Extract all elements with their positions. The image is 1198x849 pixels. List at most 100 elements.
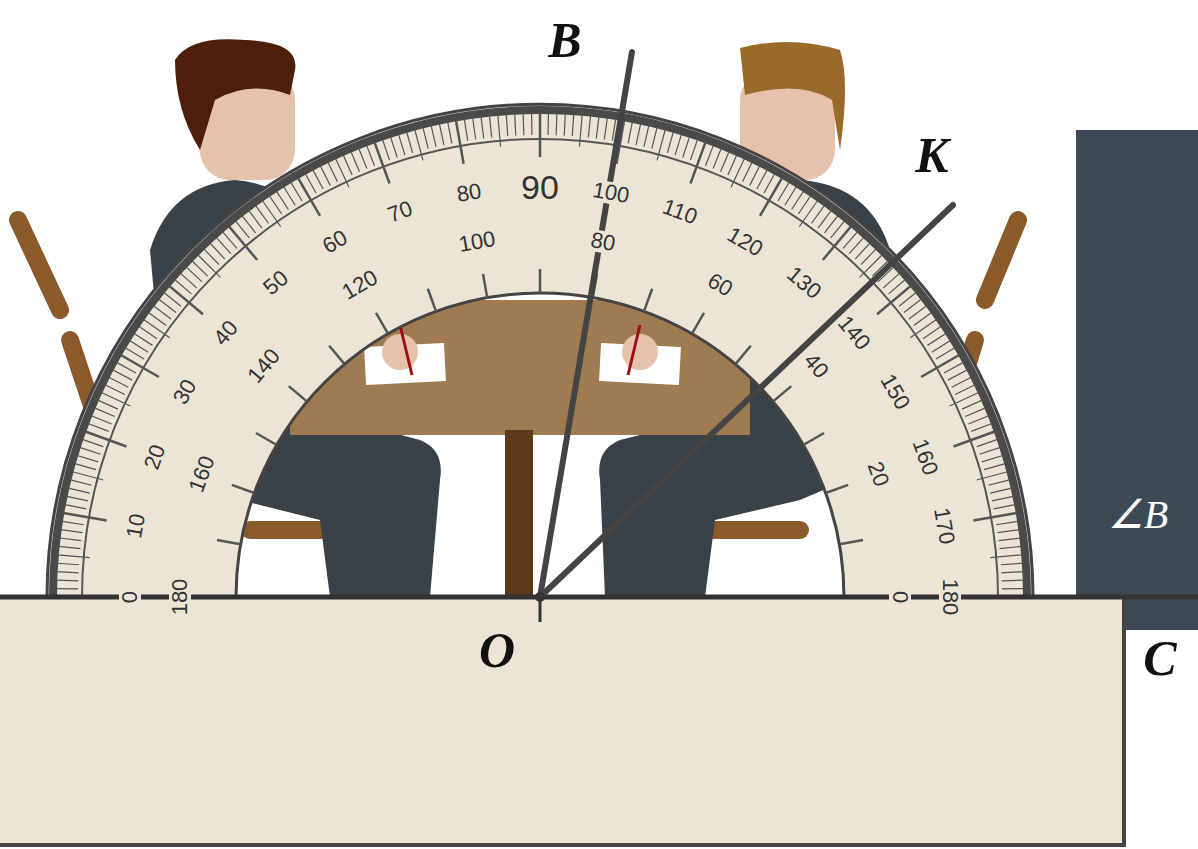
tick <box>320 166 330 186</box>
tick <box>921 355 959 377</box>
tick <box>216 237 231 253</box>
tick <box>351 151 360 171</box>
tick <box>343 155 352 175</box>
tick <box>77 455 98 461</box>
tick <box>812 205 825 223</box>
tick <box>973 513 1016 521</box>
tick <box>596 117 599 139</box>
tick <box>489 116 491 138</box>
tick <box>994 505 1016 509</box>
tick <box>329 346 344 364</box>
tick <box>473 118 476 140</box>
point-label: B <box>548 15 581 65</box>
point-label: K <box>915 130 948 180</box>
point-label: C <box>1143 633 1176 683</box>
tick <box>953 431 994 446</box>
tick <box>139 326 157 338</box>
tick <box>803 433 824 445</box>
tick <box>773 386 791 401</box>
tick <box>531 113 533 135</box>
tick <box>398 134 404 155</box>
tick <box>652 127 657 148</box>
tick <box>999 546 1021 548</box>
tick <box>839 540 863 544</box>
tick <box>1001 572 1023 573</box>
tick <box>57 563 79 565</box>
tick <box>382 139 389 160</box>
tick <box>1002 580 1024 582</box>
tick <box>996 521 1018 524</box>
protractor-band <box>47 104 1033 597</box>
tick <box>579 115 582 147</box>
tick <box>792 191 804 209</box>
tick <box>269 196 281 214</box>
tick <box>644 125 649 146</box>
tick <box>67 496 89 501</box>
dark-panel <box>1076 130 1198 630</box>
tick <box>923 326 941 338</box>
tick <box>88 424 109 432</box>
tick <box>877 286 911 314</box>
outer-scale-number: 10 <box>123 510 150 542</box>
tick <box>70 480 91 485</box>
tick <box>276 191 288 209</box>
tick <box>750 166 760 186</box>
tick <box>390 137 397 158</box>
inner-scale-number: 0 <box>889 589 911 605</box>
tick <box>374 142 389 183</box>
tick <box>232 485 255 493</box>
tick <box>683 137 690 158</box>
tick <box>992 496 1014 501</box>
tick <box>936 348 955 359</box>
tick <box>657 129 665 160</box>
tick <box>948 370 967 380</box>
tick <box>376 313 388 334</box>
tick <box>229 226 257 260</box>
tick <box>134 333 152 345</box>
tick <box>148 313 166 326</box>
tick <box>1001 563 1023 565</box>
tick <box>68 488 89 493</box>
tick <box>506 114 508 136</box>
tick <box>481 117 484 139</box>
tick <box>644 289 652 312</box>
tick <box>415 129 423 160</box>
tick <box>798 196 810 214</box>
tick <box>313 170 323 189</box>
tick <box>298 178 320 216</box>
scale-ticks <box>56 113 1024 597</box>
vertex-o <box>535 592 545 602</box>
tick <box>82 439 103 446</box>
tick <box>498 115 501 147</box>
tick <box>909 306 927 319</box>
tick <box>818 210 831 228</box>
tick <box>198 255 221 278</box>
tick <box>62 521 84 524</box>
tick <box>91 416 111 424</box>
tick <box>760 178 782 216</box>
tick <box>757 170 767 189</box>
inner-scale-number: 80 <box>587 229 619 256</box>
tick <box>56 588 78 590</box>
tick <box>61 530 83 533</box>
tick <box>72 472 103 480</box>
tick <box>968 416 988 424</box>
tick <box>604 118 607 140</box>
outer-scale-number: 170 <box>929 504 958 548</box>
tick <box>977 472 1008 480</box>
tick <box>125 348 144 359</box>
tick <box>799 201 817 227</box>
tick <box>464 119 467 141</box>
tick <box>359 148 367 168</box>
outer-scale-number: 180 <box>939 577 961 618</box>
tick <box>955 385 975 395</box>
tick <box>965 408 985 417</box>
tick <box>109 377 129 387</box>
tick <box>564 114 565 136</box>
tick <box>988 480 1009 485</box>
inner-scale-number: 180 <box>169 577 191 618</box>
tick <box>932 341 951 353</box>
tick <box>328 162 338 182</box>
tick <box>423 127 428 148</box>
tick <box>94 408 114 417</box>
